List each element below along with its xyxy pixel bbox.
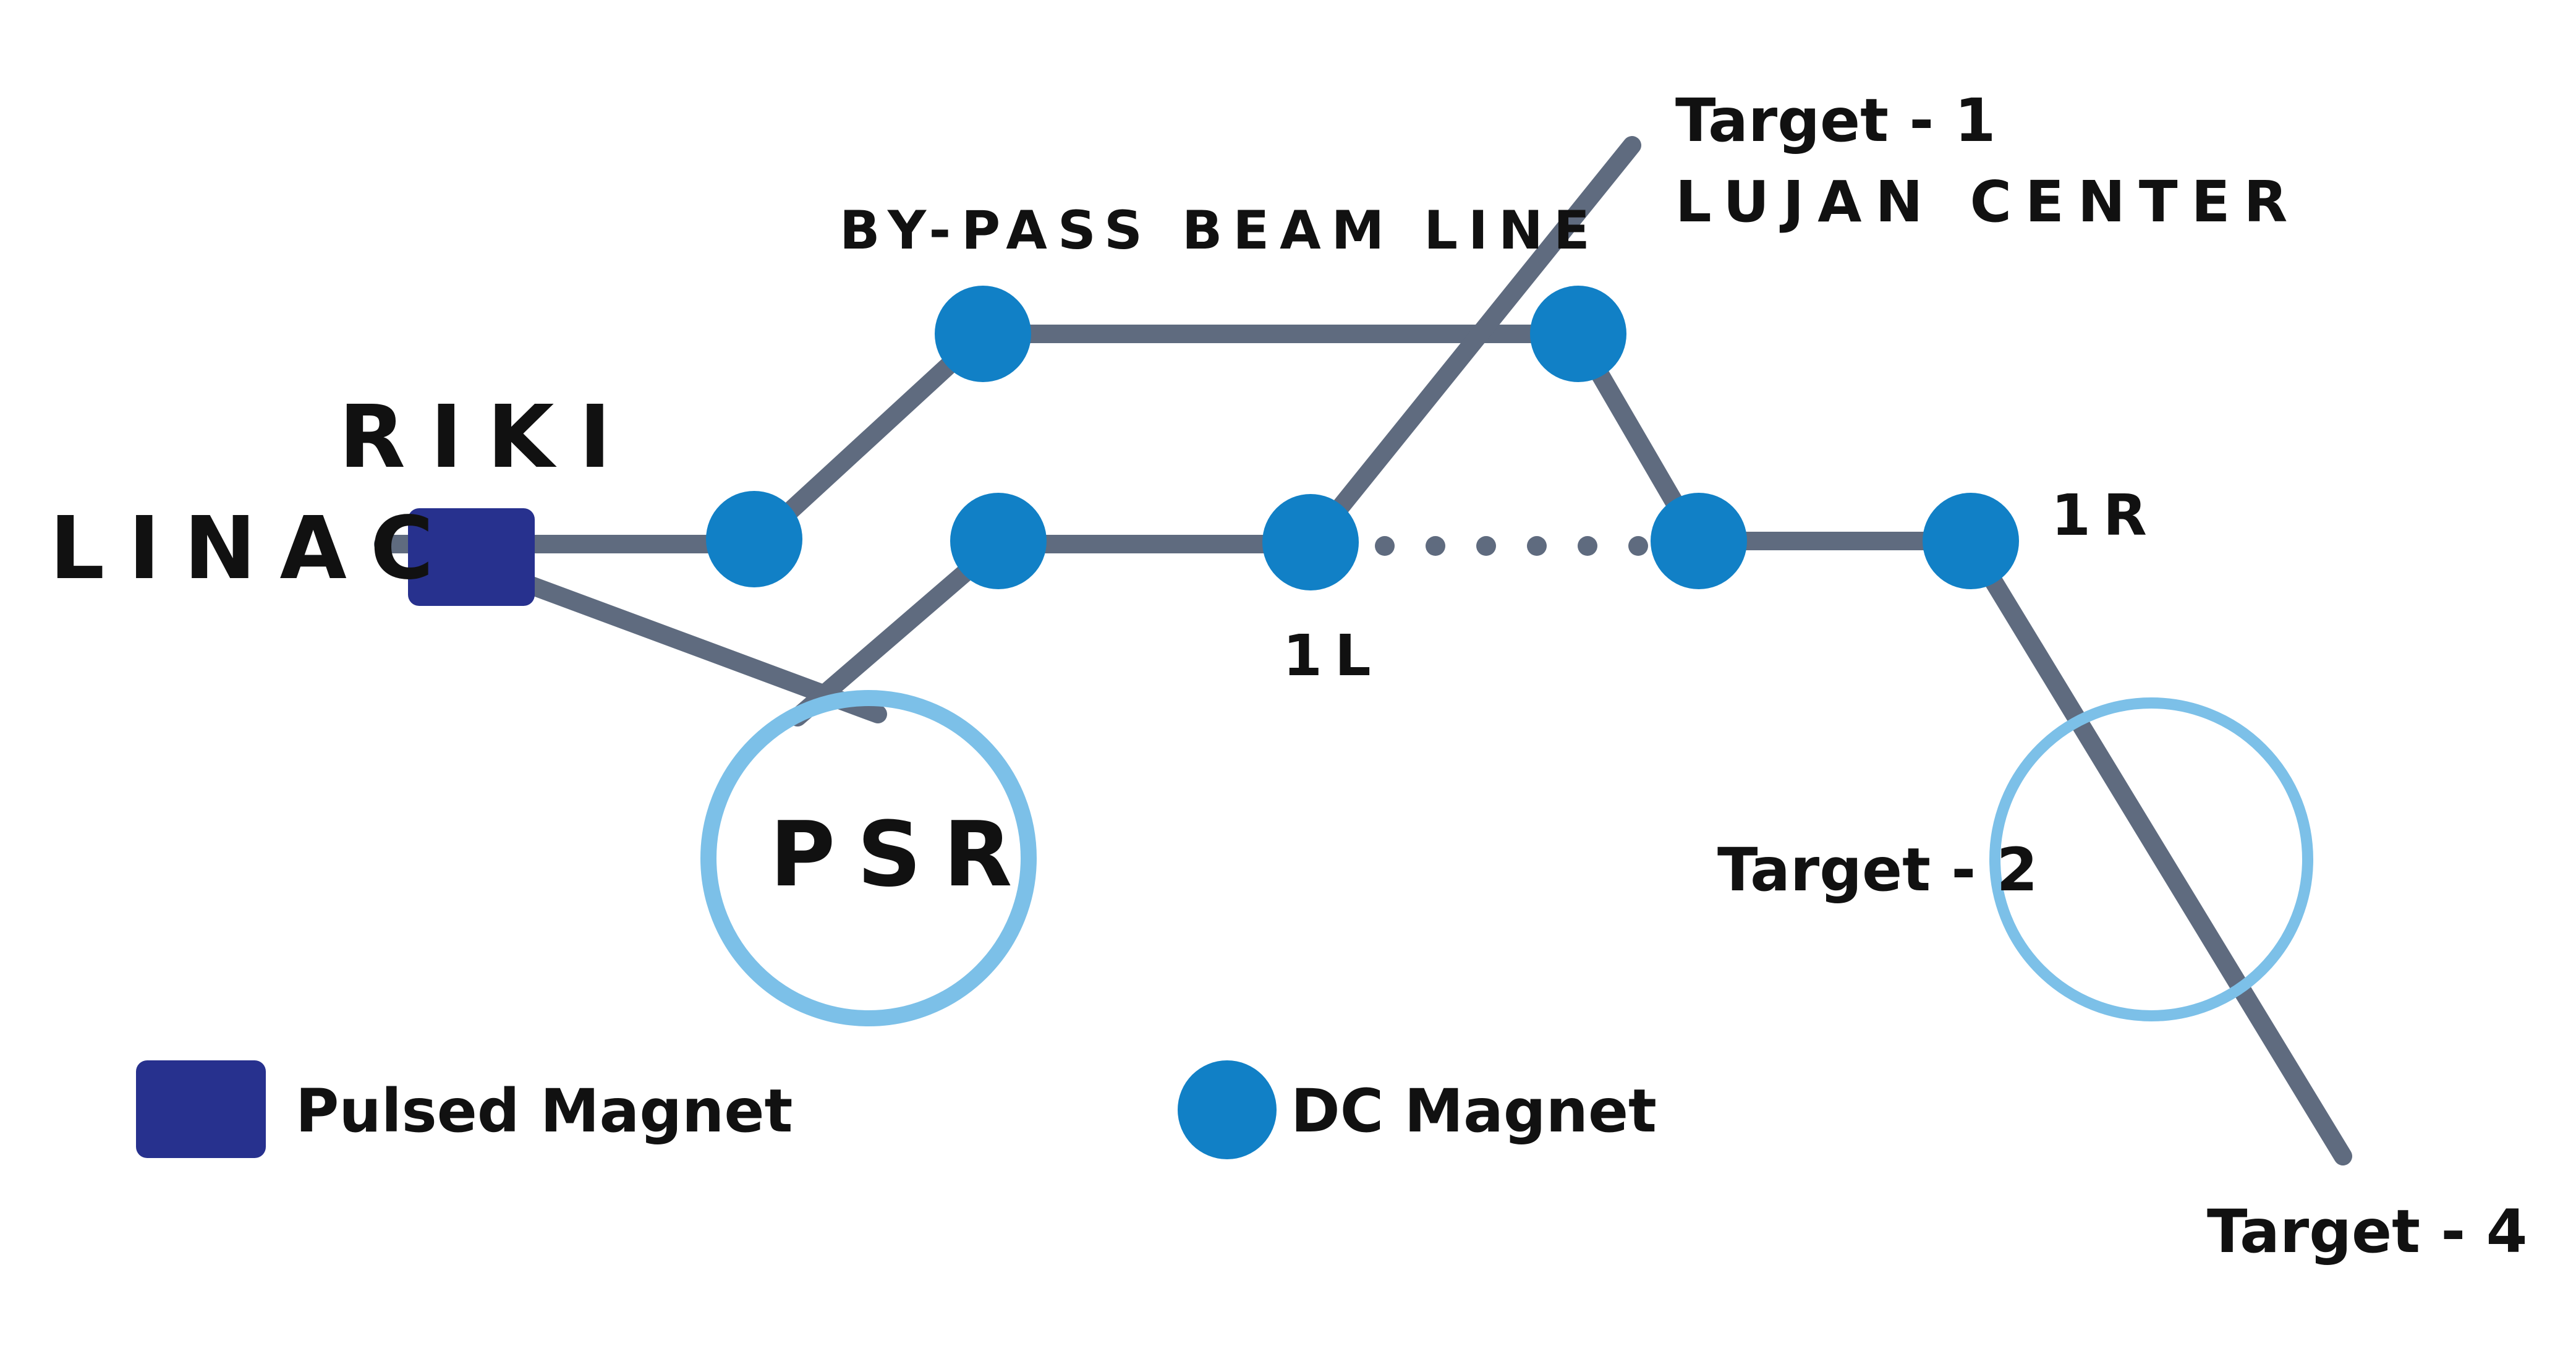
target4-label: Target - 4 bbox=[2207, 1197, 2527, 1266]
bypass-left-diagonal bbox=[745, 325, 992, 553]
dot bbox=[1628, 536, 1648, 556]
dc-magnet-1l bbox=[1262, 494, 1359, 590]
target1-label: Target - 1 bbox=[1675, 86, 1996, 155]
dc-magnet-legend-icon bbox=[1178, 1060, 1277, 1159]
pulsed-magnet-legend-label: Pulsed Magnet bbox=[295, 1076, 793, 1146]
pulsed-magnet-legend-icon bbox=[136, 1060, 266, 1158]
psr-label: PSR bbox=[770, 803, 1034, 907]
dc-magnet-merge bbox=[1651, 493, 1747, 589]
riki-label: RIKI bbox=[339, 387, 635, 488]
dc-magnet-bypass-top-right bbox=[1530, 286, 1626, 382]
dc-magnet-bypass-top-left bbox=[935, 286, 1031, 382]
bypass-beam-line-label: BY-PASS BEAM LINE bbox=[840, 200, 1600, 262]
dc-magnet-bypass-entry bbox=[706, 491, 802, 587]
target2-label: Target - 2 bbox=[1717, 835, 2038, 905]
beam-lines bbox=[374, 136, 2352, 1165]
dot bbox=[1426, 536, 1445, 556]
psr-ring bbox=[700, 690, 1037, 1026]
target2-ring bbox=[1989, 697, 2313, 1021]
dotted-line bbox=[1375, 536, 1648, 556]
target1-beam-line bbox=[1301, 136, 1641, 553]
dc-magnet-1r bbox=[1923, 493, 2019, 589]
dc-magnet-legend-label: DC Magnet bbox=[1291, 1076, 1657, 1146]
dot bbox=[1578, 536, 1597, 556]
lujan-center-label: LUJAN CENTER bbox=[1675, 169, 2301, 235]
dot bbox=[1527, 536, 1547, 556]
pulsed-magnet bbox=[408, 508, 535, 606]
target4-beam-line bbox=[1960, 532, 2352, 1165]
dot bbox=[1375, 536, 1395, 556]
dc-magnets bbox=[706, 286, 2019, 590]
1r-label: 1R bbox=[2051, 482, 2159, 548]
psr-injection-line bbox=[461, 553, 887, 723]
dc-magnet-psr-exit bbox=[950, 493, 1047, 589]
linac-label: LINAC bbox=[49, 498, 457, 599]
legend: Pulsed Magnet DC Magnet bbox=[136, 1060, 1657, 1159]
1l-label: 1L bbox=[1283, 623, 1384, 689]
dot bbox=[1476, 536, 1496, 556]
